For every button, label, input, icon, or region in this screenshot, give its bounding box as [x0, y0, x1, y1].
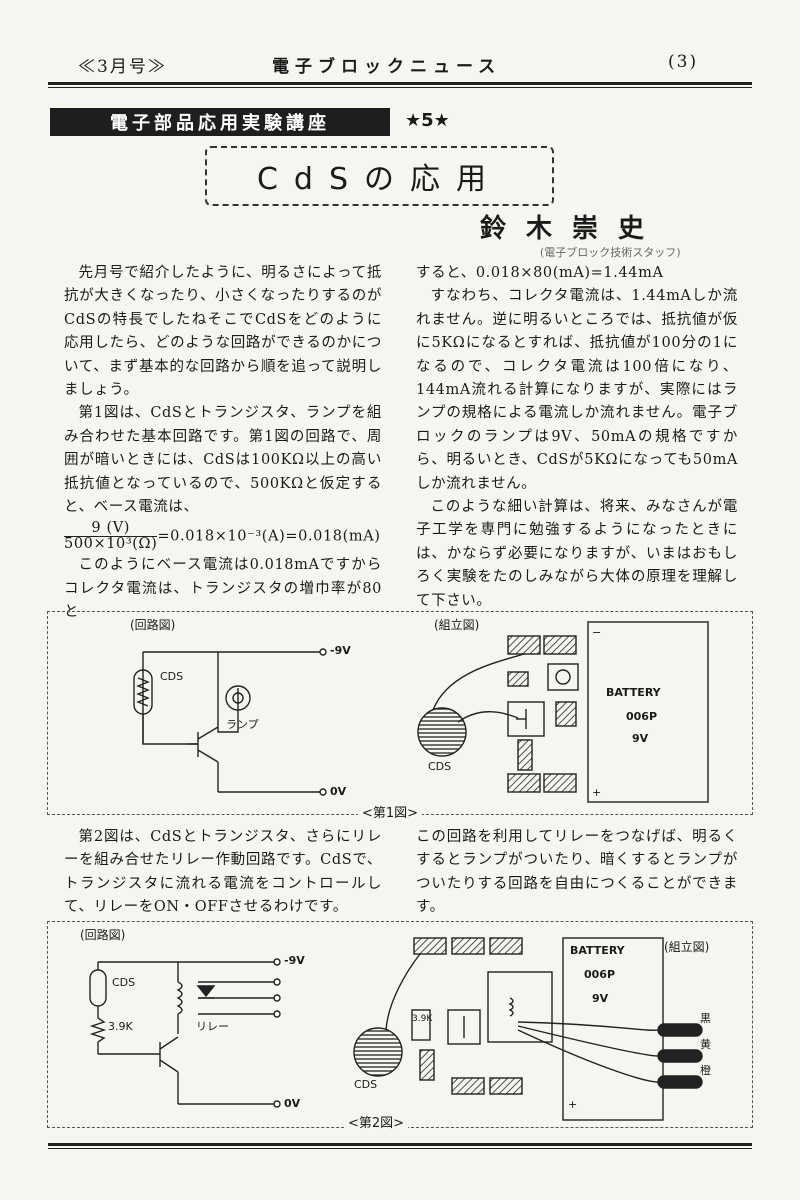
- mid-column-right: この回路を利用してリレーをつなげば、明るくするとランプがついたり、暗くするとラン…: [416, 826, 738, 920]
- footer-rule: [48, 1143, 752, 1149]
- fig2-cds-assembly-label: CDS: [354, 1078, 378, 1091]
- fig2-relay-label: リレー: [196, 1020, 229, 1033]
- paragraph: 第2図は、CdSとトランジスタ、さらにリレーを組み合せたリレー作動回路です。Cd…: [64, 829, 382, 916]
- fig2-battery-volt: 9V: [592, 992, 609, 1005]
- author-name: 鈴木崇史: [480, 214, 665, 244]
- fig1-cds-label: CDS: [160, 670, 184, 683]
- figure-2-drawing: [89, 937, 703, 1121]
- series-banner: 電子部品応用実験講座: [50, 108, 390, 136]
- newsletter-title: 電子ブロックニュース: [272, 57, 502, 77]
- figure-1-drawing: [133, 621, 709, 803]
- fig1-schematic-label: (回路図): [130, 618, 176, 632]
- fig2-wire-yellow: 黄: [700, 1038, 711, 1051]
- fig2-wire-black: 黒: [700, 1012, 711, 1025]
- author-affiliation: (電子ブロック技術スタッフ): [540, 246, 681, 259]
- fig2-battery-label: BATTERY: [570, 944, 625, 957]
- figure-2: (回路図) (組立図) CDS 3.9K リレー -9V 0V CDS 3.9K…: [47, 921, 753, 1131]
- fig1-battery-minus: −: [592, 626, 602, 639]
- fig2-neg-terminal: -9V: [284, 954, 305, 967]
- fig1-neg-terminal: -9V: [330, 644, 351, 657]
- issue-label: ≪3月号≫: [78, 57, 167, 77]
- fig1-battery-volt: 9V: [632, 732, 649, 745]
- fig2-zero-terminal: 0V: [284, 1097, 301, 1110]
- paragraph: すると、0.018×80(mA)=1.44mA: [416, 265, 664, 281]
- column-left: 先月号で紹介したように、明るさによって抵抗が大きくなったり、小さくなったりするの…: [64, 262, 382, 625]
- column-right: すると、0.018×80(mA)=1.44mA すなわち、コレクタ電流は、1.4…: [416, 262, 738, 613]
- fig2-wire-orange: 橙: [700, 1064, 711, 1077]
- fig2-assembly-label: (組立図): [664, 940, 710, 954]
- series-number: ★5★: [405, 110, 450, 131]
- figure-1-caption: <第1図>: [358, 802, 423, 821]
- paragraph: すなわち、コレクタ電流は、1.44mAしか流れません。逆に明るいところでは、抵抗…: [416, 288, 738, 492]
- figure-2-caption: <第2図>: [344, 1112, 409, 1131]
- base-current-equation: 9 (V) 500×10³(Ω) =0.018×10⁻³(A)=0.018(mA…: [64, 521, 382, 552]
- fig2-resistor-label: 3.9K: [108, 1020, 133, 1033]
- fig2-cds-label: CDS: [112, 976, 136, 989]
- paragraph: 先月号で紹介したように、明るさによって抵抗が大きくなったり、小さくなったりするの…: [64, 265, 382, 399]
- article-title: CdSの応用: [205, 146, 554, 206]
- fig1-lamp-label: ランプ: [226, 718, 259, 731]
- fig2-resistor-block-label: 3.9K: [412, 1014, 433, 1024]
- paragraph: このような細い計算は、将来、みなさんが電子工学を専門に勉強するようになったときに…: [416, 499, 738, 609]
- fig2-battery-model: 006P: [584, 968, 616, 981]
- fig1-zero-terminal: 0V: [330, 785, 347, 798]
- equation-denominator: 500×10³(Ω): [64, 536, 158, 553]
- fig2-schematic-label: (回路図): [80, 928, 126, 942]
- fig1-cds-assembly-label: CDS: [428, 760, 452, 773]
- mid-column-left: 第2図は、CdSとトランジスタ、さらにリレーを組み合せたリレー作動回路です。Cd…: [64, 826, 382, 920]
- header-rule: [48, 82, 752, 88]
- figure-1: (回路図) (組立図) CDS ランプ -9V 0V CDS − BATTERY…: [47, 611, 753, 821]
- paragraph: このようにベース電流は0.018mAですからコレクタ電流は、トランジスタの増巾率…: [64, 557, 382, 621]
- page-number: (3): [668, 52, 699, 72]
- fig1-battery-plus: +: [592, 786, 602, 799]
- paragraph: この回路を利用してリレーをつなげば、明るくするとランプがついたり、暗くするとラン…: [416, 829, 738, 916]
- fig1-battery-model: 006P: [626, 710, 658, 723]
- equation-fraction: 9 (V) 500×10³(Ω): [64, 521, 158, 553]
- equation-numerator: 9 (V): [64, 521, 158, 538]
- fig2-battery-plus: +: [568, 1098, 578, 1111]
- fig1-assembly-label: (組立図): [434, 618, 480, 632]
- equation-result: =0.018×10⁻³(A)=0.018(mA): [157, 528, 381, 545]
- fig1-battery-label: BATTERY: [606, 686, 661, 699]
- paragraph: 第1図は、CdSとトランジスタ、ランプを組み合わせた基本回路です。第1図の回路で…: [64, 405, 382, 516]
